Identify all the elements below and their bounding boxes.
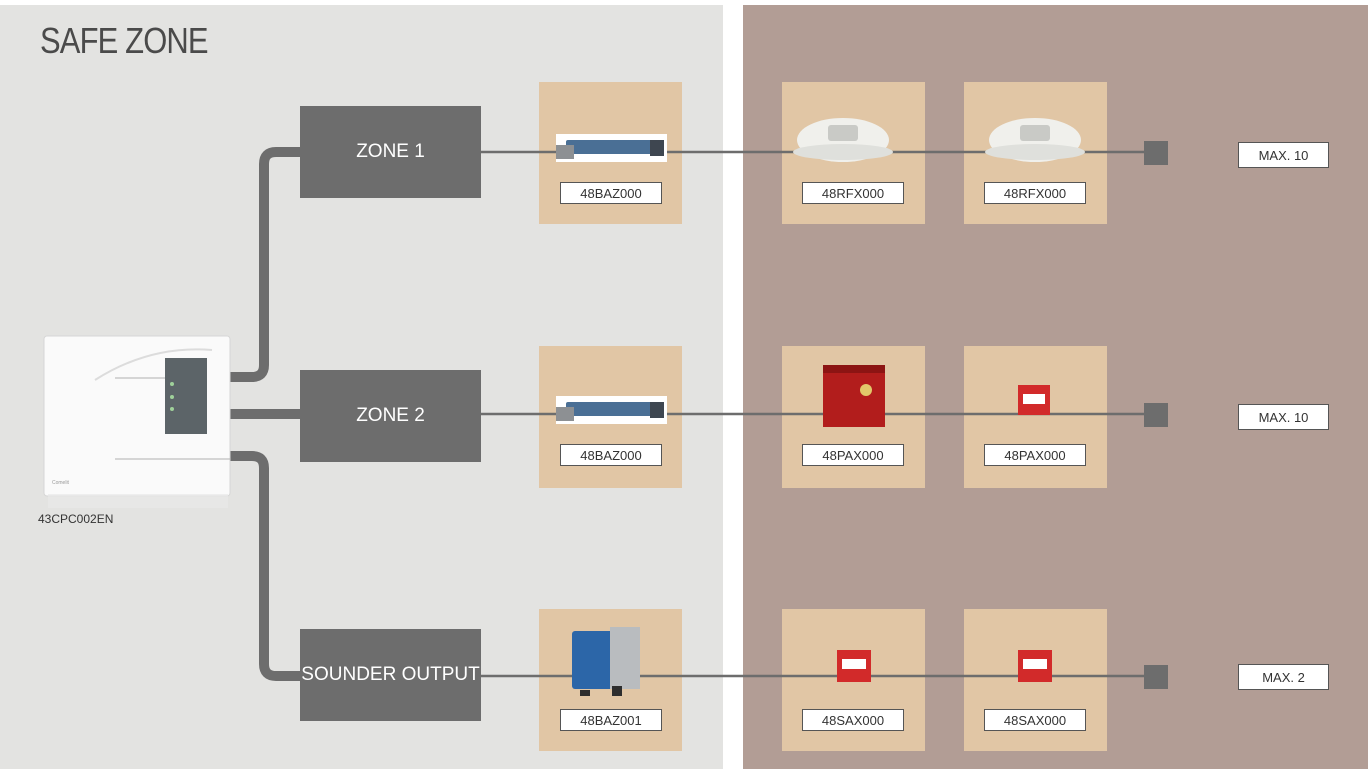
zone2-box: ZONE 2 (300, 370, 481, 462)
svg-text:Comelit: Comelit (52, 480, 70, 486)
feeder-sounder (230, 456, 300, 676)
end-of-line-terminator-row2 (1144, 403, 1168, 427)
end-of-line-terminator-row3 (1144, 665, 1168, 689)
device-code-label-row3-a: 48SAX000 (802, 709, 904, 731)
interface-module-icon-row1 (556, 134, 667, 162)
sounder-output-box: SOUNDER OUTPUT (300, 629, 481, 721)
module-code-label-row1: 48BAZ000 (560, 182, 662, 204)
end-of-line-terminator-row1 (1144, 141, 1168, 165)
device-code-label-row1-a: 48RFX000 (802, 182, 904, 204)
max-label-row3: MAX. 2 (1238, 664, 1329, 690)
sounder-module-icon (572, 627, 640, 696)
red-enclosure-icon (823, 365, 885, 427)
device-code-label-row2-b: 48PAX000 (984, 444, 1086, 466)
max-label-row2: MAX. 10 (1238, 404, 1329, 430)
feeder-zone1 (230, 152, 300, 377)
device-code-label-row2-a: 48PAX000 (802, 444, 904, 466)
device-code-label-row3-b: 48SAX000 (984, 709, 1086, 731)
control-panel-icon: Comelit (44, 336, 230, 508)
module-code-label-row3: 48BAZ001 (560, 709, 662, 731)
manual-call-point-icon-row3-b (1018, 650, 1052, 682)
module-code-label-row2: 48BAZ000 (560, 444, 662, 466)
max-label-row1: MAX. 10 (1238, 142, 1329, 168)
smoke-detector-icon-1 (793, 118, 893, 162)
smoke-detector-icon-2 (985, 118, 1085, 162)
manual-call-point-icon-row3-a (837, 650, 871, 682)
interface-module-icon-row2 (556, 396, 667, 424)
manual-call-point-icon-row2 (1018, 385, 1050, 415)
device-code-label-row1-b: 48RFX000 (984, 182, 1086, 204)
zone1-box: ZONE 1 (300, 106, 481, 198)
control-panel-code-label: 43CPC002EN (38, 512, 113, 526)
